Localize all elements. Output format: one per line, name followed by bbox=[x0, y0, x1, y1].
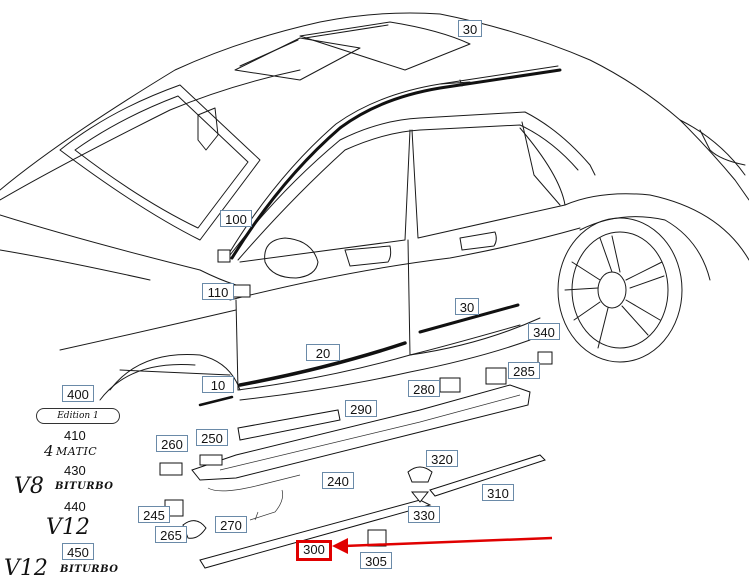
callout-110[interactable]: 110 bbox=[202, 283, 234, 300]
callout-340[interactable]: 340 bbox=[528, 323, 560, 340]
callout-285[interactable]: 285 bbox=[508, 362, 540, 379]
callout-450[interactable]: 450 bbox=[62, 543, 94, 560]
label-430[interactable]: 430 bbox=[64, 463, 86, 478]
callout-320[interactable]: 320 bbox=[426, 450, 458, 467]
callout-400[interactable]: 400 bbox=[62, 385, 94, 402]
callout-20[interactable]: 20 bbox=[306, 344, 340, 361]
badge-4-numeral: 4 bbox=[44, 442, 54, 460]
callout-250[interactable]: 250 bbox=[196, 429, 228, 446]
callout-290[interactable]: 290 bbox=[345, 400, 377, 417]
callout-330[interactable]: 330 bbox=[408, 506, 440, 523]
callout-265[interactable]: 265 bbox=[155, 526, 187, 543]
callout-30[interactable]: 30 bbox=[455, 298, 479, 315]
badge-v12: V12 bbox=[46, 515, 90, 540]
badge-matic-word: MATIC bbox=[56, 445, 98, 458]
badge-v8-biturbo: BITURBO bbox=[55, 481, 114, 492]
badge-v12-biturbo-numeral: V12 bbox=[4, 556, 48, 581]
label-440[interactable]: 440 bbox=[64, 499, 86, 514]
badge-v12-biturbo-word: BITURBO bbox=[60, 564, 119, 575]
callout-240[interactable]: 240 bbox=[322, 472, 354, 489]
callout-310[interactable]: 310 bbox=[482, 484, 514, 501]
callout-30-roof[interactable]: 30 bbox=[458, 20, 482, 37]
callout-280[interactable]: 280 bbox=[408, 380, 440, 397]
callout-245[interactable]: 245 bbox=[138, 506, 170, 523]
badge-v8: V8 bbox=[14, 474, 44, 499]
callout-260[interactable]: 260 bbox=[156, 435, 188, 452]
label-410[interactable]: 410 bbox=[64, 428, 86, 443]
callout-100[interactable]: 100 bbox=[220, 210, 252, 227]
callout-305[interactable]: 305 bbox=[360, 552, 392, 569]
edition-badge: Edition 1 bbox=[36, 408, 120, 424]
callout-300-highlighted[interactable]: 300 bbox=[296, 540, 332, 561]
callout-270[interactable]: 270 bbox=[215, 516, 247, 533]
callout-10[interactable]: 10 bbox=[202, 376, 234, 393]
